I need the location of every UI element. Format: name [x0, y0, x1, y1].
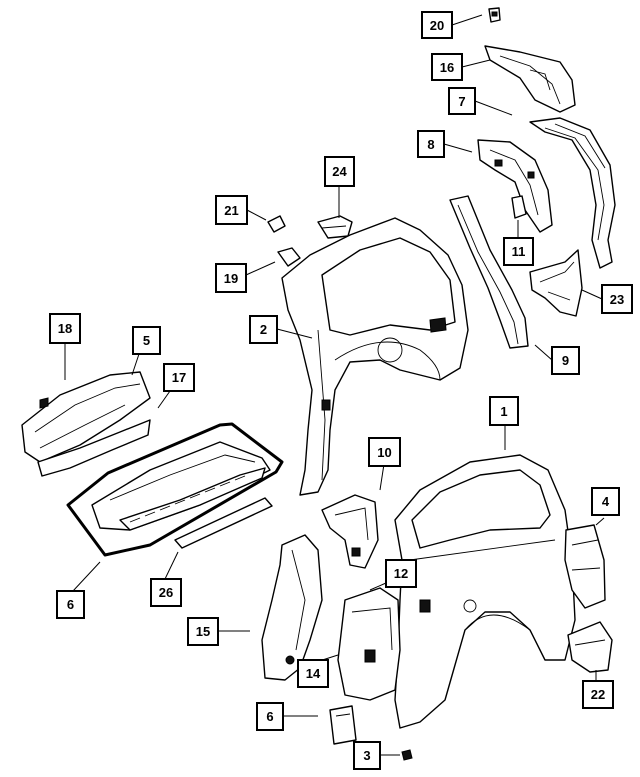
callout-4: 4 — [591, 487, 620, 516]
svg-text:5: 5 — [143, 333, 150, 348]
svg-text:12: 12 — [394, 566, 408, 581]
svg-text:20: 20 — [430, 18, 444, 33]
callout-20: 20 — [421, 11, 453, 39]
svg-text:24: 24 — [332, 164, 347, 179]
part-9-pillar-reinforcement — [449, 195, 529, 349]
group-6-floor-pan-assembly — [66, 422, 284, 557]
part-15-pillar — [261, 534, 323, 681]
svg-text:6: 6 — [266, 709, 273, 724]
svg-text:6: 6 — [67, 597, 74, 612]
svg-text:10: 10 — [377, 445, 391, 460]
part-8-wheelhouse-inner — [477, 139, 553, 233]
part-14-inner-quarter — [337, 587, 401, 701]
callout-16: 16 — [431, 53, 463, 81]
part-3-clip — [401, 749, 413, 761]
callout-2: 2 — [249, 315, 278, 344]
leader-lines — [64, 14, 605, 756]
svg-text:19: 19 — [224, 271, 238, 286]
callout-3: 3 — [353, 741, 381, 770]
svg-text:9: 9 — [562, 353, 569, 368]
part-18-5-17-floor-rails — [21, 371, 151, 477]
svg-text:15: 15 — [196, 624, 210, 639]
callout-24: 24 — [324, 156, 355, 187]
svg-text:17: 17 — [172, 370, 186, 385]
part-24-bracket — [317, 215, 353, 239]
callout-11: 11 — [503, 237, 534, 266]
part-6-plate — [329, 705, 357, 745]
part-1-outer-body-side — [394, 454, 576, 729]
part-10-bracket — [321, 494, 379, 569]
svg-text:22: 22 — [591, 687, 605, 702]
part-26-strip — [174, 497, 273, 549]
callout-7: 7 — [448, 87, 476, 115]
callout-22: 22 — [582, 680, 614, 709]
svg-text:18: 18 — [58, 321, 72, 336]
callout-6-group: 6 — [56, 590, 85, 619]
svg-text:7: 7 — [458, 94, 465, 109]
svg-text:14: 14 — [306, 666, 321, 681]
part-21-bracket — [267, 215, 286, 233]
part-20-clip — [488, 7, 501, 23]
callout-15: 15 — [187, 617, 219, 646]
svg-text:23: 23 — [610, 292, 624, 307]
svg-text:8: 8 — [427, 137, 434, 152]
svg-text:1: 1 — [500, 404, 507, 419]
callout-12: 12 — [385, 559, 417, 588]
part-4-bracket — [564, 524, 606, 609]
part-22-bracket — [567, 621, 613, 673]
part-2-inner-body-side — [281, 217, 469, 496]
svg-text:11: 11 — [512, 244, 526, 259]
callout-18: 18 — [49, 313, 81, 344]
part-7-wheelhouse-outer — [529, 117, 616, 269]
svg-text:4: 4 — [602, 494, 610, 509]
svg-text:21: 21 — [224, 203, 238, 218]
callout-6-plate: 6 — [256, 702, 284, 731]
svg-text:16: 16 — [440, 60, 454, 75]
callout-19: 19 — [215, 263, 247, 293]
callout-9: 9 — [551, 346, 580, 375]
callout-17: 17 — [163, 363, 195, 392]
part-16-rail — [484, 45, 576, 113]
callout-10: 10 — [368, 437, 401, 467]
callout-8: 8 — [417, 130, 445, 158]
callout-14: 14 — [297, 659, 329, 688]
part-23-lower-bracket — [529, 249, 583, 317]
callout-21: 21 — [215, 195, 248, 225]
svg-text:2: 2 — [260, 322, 267, 337]
callout-5: 5 — [132, 326, 161, 355]
part-19-bracket — [277, 247, 301, 267]
callout-26: 26 — [150, 578, 182, 607]
svg-text:3: 3 — [363, 748, 370, 763]
callout-23: 23 — [601, 284, 633, 314]
part-11-bracket — [511, 195, 527, 219]
callout-1: 1 — [489, 396, 519, 426]
svg-text:26: 26 — [159, 585, 173, 600]
